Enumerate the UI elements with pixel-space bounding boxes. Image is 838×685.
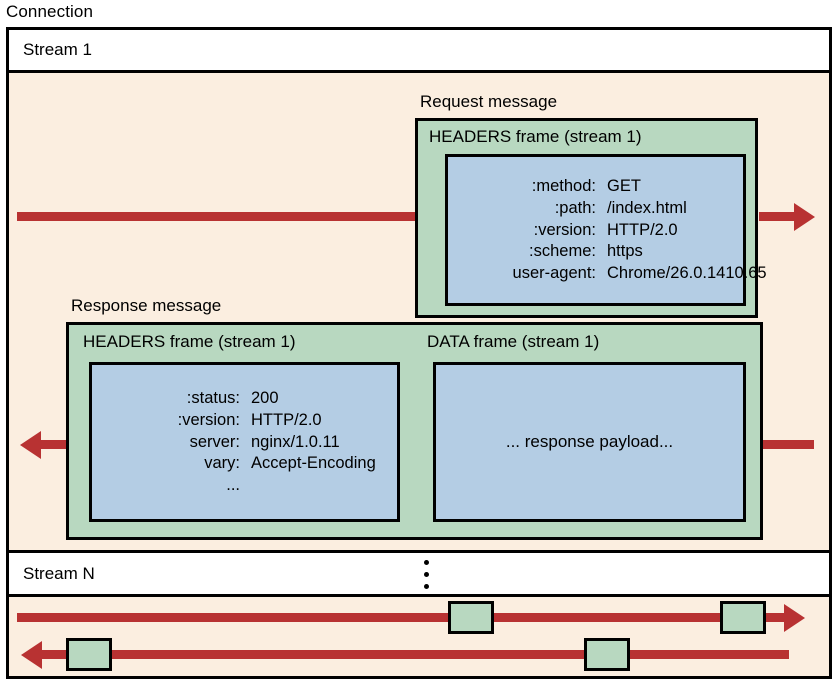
stream-n-outbound-frame-1 (448, 601, 494, 634)
header-value: Chrome/26.0.1410.65 (607, 264, 767, 283)
response-headers-list: :status: 200 :version: HTTP/2.0 server: … (92, 365, 397, 519)
header-key: :path: (554, 198, 596, 217)
header-key: user-agent: (512, 264, 596, 283)
header-key: ... (226, 476, 240, 495)
stream-n-inbound-arrow-head (21, 641, 42, 669)
header-key: :scheme: (529, 242, 596, 261)
header-row: user-agent: Chrome/26.0.1410.65 (448, 263, 767, 285)
request-arrow-line-right (759, 212, 801, 221)
response-headers-frame-title: HEADERS frame (stream 1) (83, 332, 296, 351)
stream-n-header-band: Stream N (9, 550, 829, 597)
header-key: :version: (177, 410, 240, 429)
header-row: vary: Accept-Encoding (92, 453, 397, 475)
header-row: :scheme: https (448, 241, 743, 263)
header-key: :status: (186, 388, 240, 407)
request-arrow-head (794, 203, 815, 231)
header-row: :path: /index.html (448, 198, 743, 220)
stream-n-outbound-arrow-head (784, 604, 805, 632)
stream-n-outbound-line (17, 613, 789, 622)
header-row: :version: HTTP/2.0 (92, 410, 397, 432)
header-key: :version: (533, 220, 596, 239)
connection-label: Connection (6, 2, 94, 21)
request-arrow-line-left (17, 212, 417, 221)
header-value: HTTP/2.0 (607, 220, 678, 239)
response-data-payload-box: ... response payload... (433, 362, 746, 522)
response-arrow-head (20, 431, 41, 459)
header-value: GET (607, 176, 641, 195)
vertical-ellipsis-icon (421, 551, 431, 597)
header-row: ... (92, 475, 397, 497)
header-row: :status: 200 (92, 388, 397, 410)
stream-n-inbound-frame-2 (584, 638, 630, 671)
header-value: /index.html (607, 198, 687, 217)
connection-frame: Stream 1 Request message HEADERS frame (… (6, 27, 832, 679)
header-key: server: (189, 432, 240, 451)
request-headers-list: :method: GET :path: /index.html :version… (448, 157, 767, 303)
header-key: :method: (531, 176, 596, 195)
response-message-caption: Response message (71, 296, 222, 315)
stream-n-label: Stream N (23, 563, 95, 583)
request-headers-frame: HEADERS frame (stream 1) :method: GET :p… (415, 118, 767, 318)
header-row: :version: HTTP/2.0 (448, 220, 743, 242)
response-arrow-line-left (39, 440, 73, 449)
header-value: nginx/1.0.11 (251, 432, 340, 451)
request-message-caption: Request message (420, 92, 558, 111)
header-row: server: nginx/1.0.11 (92, 432, 397, 454)
response-data-frame-title: DATA frame (stream 1) (427, 332, 600, 351)
header-key: vary: (204, 454, 240, 473)
header-value: 200 (251, 388, 279, 407)
response-message-frame: HEADERS frame (stream 1) :status: 200 :v… (66, 322, 763, 540)
header-value: https (607, 242, 643, 261)
header-value: HTTP/2.0 (251, 410, 322, 429)
stream-1-label: Stream 1 (23, 40, 92, 59)
response-arrow-line-right (759, 440, 814, 449)
response-payload-text: ... response payload... (505, 432, 674, 451)
stream-n-inbound-line (41, 650, 789, 659)
header-value: Accept-Encoding (251, 454, 376, 473)
request-headers-frame-title: HEADERS frame (stream 1) (429, 127, 642, 146)
stream-1-header-band: Stream 1 (9, 30, 829, 73)
response-headers-payload-box: :status: 200 :version: HTTP/2.0 server: … (89, 362, 400, 522)
request-headers-payload-box: :method: GET :path: /index.html :version… (445, 154, 767, 306)
stream-n-inbound-frame-1 (66, 638, 112, 671)
header-row: :method: GET (448, 176, 743, 198)
stream-n-outbound-frame-2 (720, 601, 766, 634)
